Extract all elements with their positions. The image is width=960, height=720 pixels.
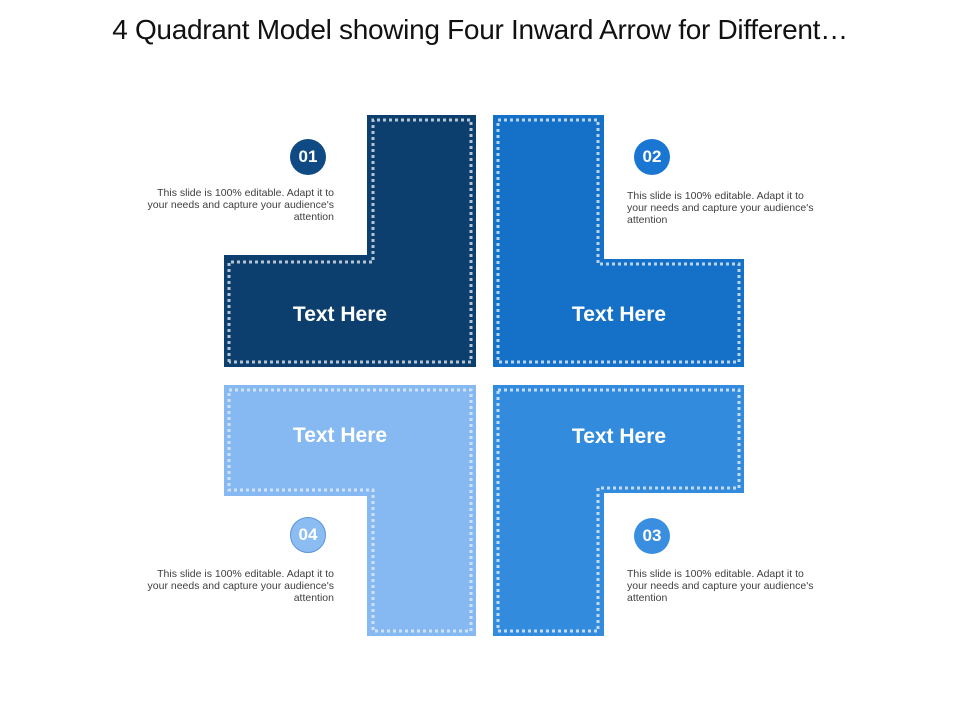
- quadrant-1-description: This slide is 100% editable. Adapt it to…: [147, 187, 334, 223]
- quadrant-3-label: Text Here: [571, 425, 667, 448]
- quadrant-3-description: This slide is 100% editable. Adapt it to…: [627, 568, 814, 604]
- quadrant-4-description: This slide is 100% editable. Adapt it to…: [147, 568, 334, 604]
- quadrant-1-shape: [224, 115, 476, 367]
- slide-title: 4 Quadrant Model showing Four Inward Arr…: [112, 14, 848, 45]
- quadrant-1-number-badge: 01: [290, 139, 326, 175]
- quadrant-2-label: Text Here: [571, 303, 667, 326]
- quadrant-3-number-badge: 03: [634, 518, 670, 554]
- quadrant-1-label: Text Here: [292, 303, 388, 326]
- quadrant-4-label: Text Here: [292, 424, 388, 447]
- quadrant-2-shape: [493, 115, 744, 367]
- quadrant-4-number-badge: 04: [290, 517, 326, 553]
- quadrant-4-shape: [224, 385, 476, 636]
- quadrant-3-shape: [493, 385, 744, 636]
- quadrant-2-number-badge: 02: [634, 139, 670, 175]
- quadrant-2-description: This slide is 100% editable. Adapt it to…: [627, 190, 814, 226]
